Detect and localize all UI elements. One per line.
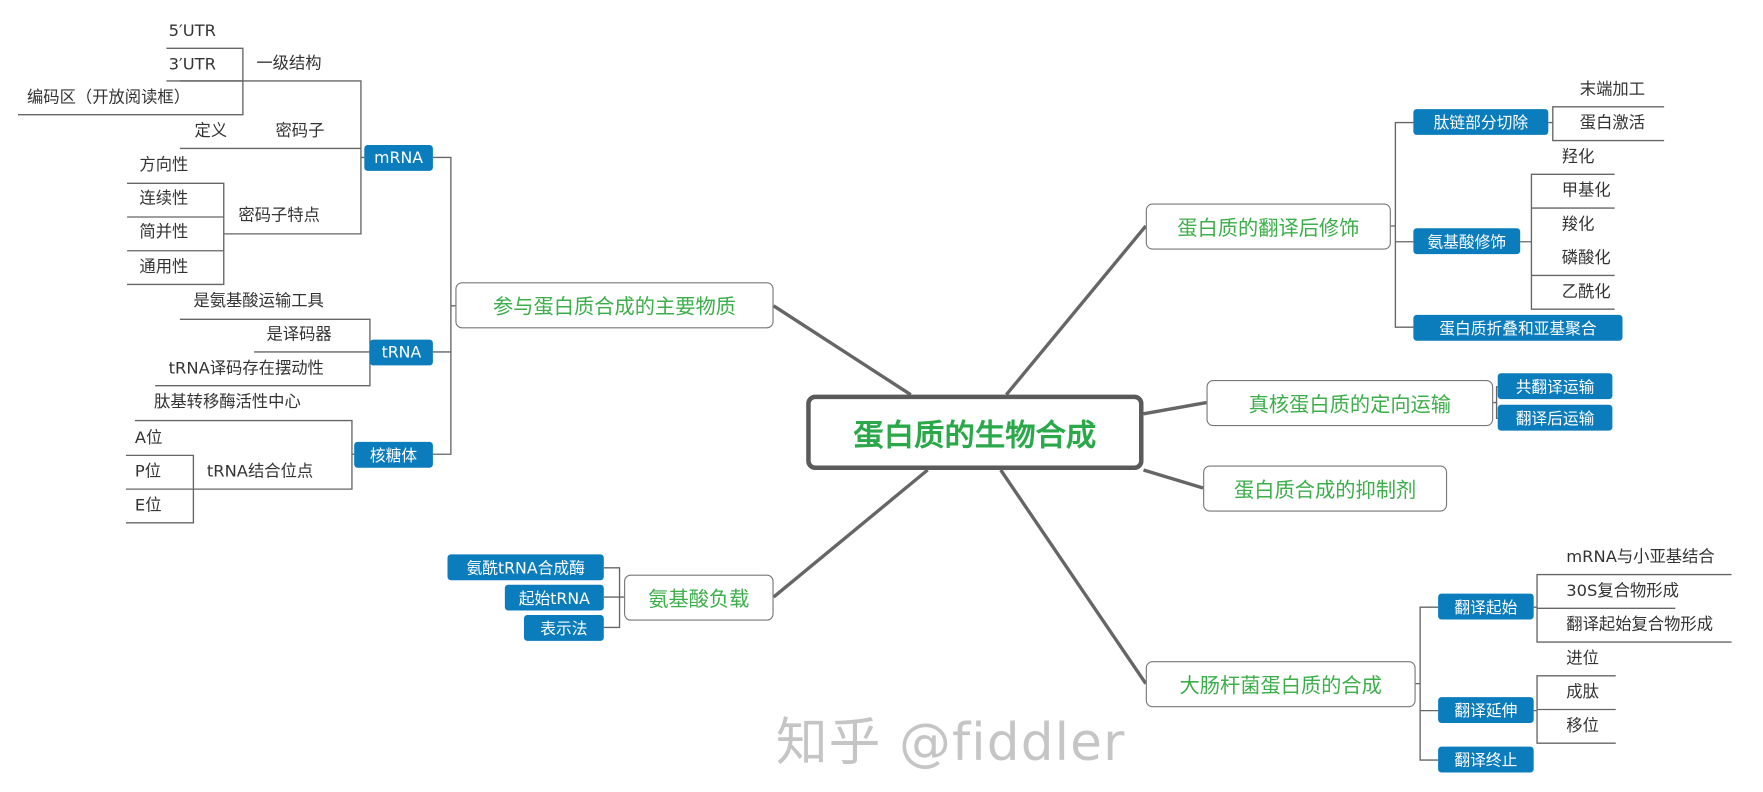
topic-aa-loading[interactable]: 氨基酸负载 [624, 574, 774, 621]
leaf-p-site[interactable]: P位 [134, 463, 162, 482]
leaf-definition[interactable]: 定义 [194, 122, 228, 141]
leaf-methylation[interactable]: 甲基化 [1561, 182, 1611, 201]
tag-peptide-cleavage[interactable]: 肽链部分切除 [1413, 109, 1549, 135]
tag-folding-assembly[interactable]: 蛋白质折叠和亚基聚合 [1413, 314, 1623, 341]
leaf-mrna-binding[interactable]: mRNA与小亚基结合 [1566, 548, 1715, 567]
tag-posttranslational-transport[interactable]: 翻译后运输 [1497, 404, 1613, 431]
leaf-phosphorylation[interactable]: 磷酸化 [1561, 249, 1611, 268]
leaf-initiation-complex[interactable]: 翻译起始复合物形成 [1566, 616, 1714, 635]
leaf-trna-binding-sites[interactable]: tRNA结合位点 [206, 463, 314, 482]
tag-notation[interactable]: 表示法 [523, 615, 604, 641]
leaf-peptide-formation[interactable]: 成肽 [1566, 683, 1599, 702]
leaf-universality[interactable]: 通用性 [139, 258, 189, 277]
leaf-carboxylation[interactable]: 羧化 [1561, 215, 1595, 234]
topic-ecoli-synthesis[interactable]: 大肠杆菌蛋白质的合成 [1145, 661, 1416, 708]
tag-aminoacyl-trna-synthetase[interactable]: 氨酰tRNA合成酶 [447, 554, 604, 581]
leaf-a-site[interactable]: A位 [134, 429, 163, 448]
leaf-acetylation[interactable]: 乙酰化 [1561, 283, 1611, 302]
tag-initiator-trna[interactable]: 起始tRNA [504, 584, 604, 611]
leaf-wobble[interactable]: tRNA译码存在摆动性 [168, 359, 324, 378]
leaf-hydroxylation[interactable]: 羟化 [1561, 148, 1595, 167]
leaf-peptidyl-transferase[interactable]: 肽基转移酶活性中心 [154, 393, 301, 412]
topic-protein-targeting[interactable]: 真核蛋白质的定向运输 [1206, 380, 1494, 427]
leaf-activation[interactable]: 蛋白激活 [1579, 114, 1645, 133]
tag-elongation[interactable]: 翻译延伸 [1438, 697, 1534, 723]
leaf-e-site[interactable]: E位 [134, 496, 162, 515]
leaf-translocation[interactable]: 移位 [1566, 717, 1599, 736]
leaf-codon-features[interactable]: 密码子特点 [238, 206, 320, 225]
tag-initiation[interactable]: 翻译起始 [1438, 593, 1534, 620]
tag-termination[interactable]: 翻译终止 [1438, 746, 1534, 773]
leaf-codon[interactable]: 密码子 [275, 122, 325, 141]
tag-amino-acid-modification[interactable]: 氨基酸修饰 [1413, 228, 1521, 255]
leaf-3utr[interactable]: 3′UTR [168, 56, 216, 75]
topic-main-substances[interactable]: 参与蛋白质合成的主要物质 [455, 282, 774, 329]
leaf-entry[interactable]: 进位 [1566, 649, 1599, 668]
leaf-30s-complex[interactable]: 30S复合物形成 [1566, 582, 1679, 601]
leaf-degeneracy[interactable]: 简并性 [139, 223, 189, 242]
leaf-continuity[interactable]: 连续性 [139, 190, 189, 209]
leaf-end-processing[interactable]: 末端加工 [1579, 80, 1645, 99]
watermark: 知乎 @fiddler [775, 711, 1126, 773]
topic-inhibitors[interactable]: 蛋白质合成的抑制剂 [1203, 465, 1448, 512]
tag-mrna[interactable]: mRNA [364, 145, 433, 171]
leaf-decoder[interactable]: 是译码器 [266, 326, 332, 345]
tag-ribosome[interactable]: 核糖体 [354, 441, 433, 468]
leaf-direction[interactable]: 方向性 [139, 156, 189, 175]
leaf-5utr[interactable]: 5′UTR [168, 22, 216, 41]
leaf-aa-carrier[interactable]: 是氨基酸运输工具 [193, 292, 324, 311]
central-topic[interactable]: 蛋白质的生物合成 [806, 394, 1144, 470]
leaf-orf[interactable]: 编码区（开放阅读框） [26, 88, 191, 107]
leaf-primary-structure[interactable]: 一级结构 [256, 55, 322, 74]
tag-trna[interactable]: tRNA [369, 339, 433, 366]
tag-cotranslational-transport[interactable]: 共翻译运输 [1497, 373, 1613, 400]
topic-post-translational-modification[interactable]: 蛋白质的翻译后修饰 [1145, 203, 1391, 250]
